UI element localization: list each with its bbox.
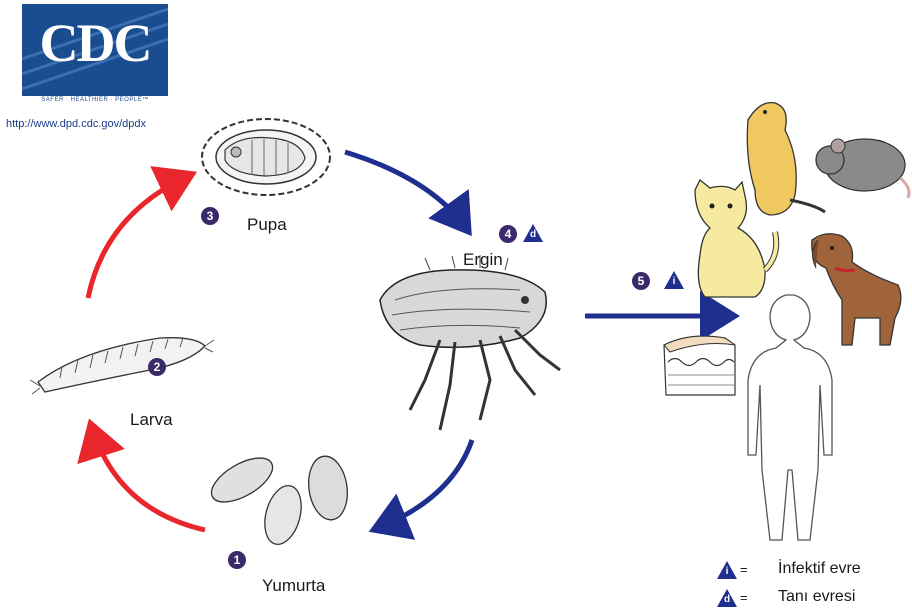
legend-infective-equals: = [740, 562, 748, 577]
stage-1-number: 1 [228, 551, 246, 569]
stage-3-label: Pupa [247, 215, 287, 235]
stage-4-number: 4 [499, 225, 517, 243]
dog-illustration [812, 234, 901, 345]
infective-stage-icon: i [663, 270, 685, 290]
logo-text: CDC [22, 12, 168, 74]
pupa-illustration [202, 119, 330, 195]
arrow-pupa-to-adult [345, 152, 466, 228]
arrow-adult-to-egg [378, 440, 472, 528]
stage-5-number: 5 [632, 272, 650, 290]
stage-2-label: Larva [130, 410, 173, 430]
legend-diagnostic-equals: = [740, 590, 748, 605]
arrow-egg-to-larva [92, 428, 205, 530]
legend-diagnostic-icon: d [716, 588, 738, 608]
diagnostic-stage-icon: d [522, 223, 544, 243]
legend-infective-text: İnfektif evre [778, 560, 861, 578]
eggs-illustration [205, 449, 352, 548]
human-illustration [748, 295, 832, 540]
prairie-dog-illustration [747, 103, 825, 215]
stage-2-number: 2 [148, 358, 166, 376]
legend-infective-letter: i [716, 566, 738, 577]
arrow-larva-to-pupa [88, 176, 188, 298]
logo-tagline: SAFER · HEALTHIER · PEOPLE™ [22, 97, 168, 103]
larva-illustration [30, 338, 214, 394]
rat-illustration [816, 139, 909, 198]
legend-diagnostic-text: Tanı evresi [778, 588, 855, 606]
stage-5-badge-letter: i [663, 276, 685, 287]
stage-1-label: Yumurta [262, 576, 325, 596]
legend-diagnostic-letter: d [716, 594, 738, 605]
skin-section-illustration [664, 336, 735, 395]
stage-4-label: Ergin [463, 250, 503, 270]
source-url[interactable]: http://www.dpd.cdc.gov/dpdx [6, 118, 146, 130]
cdc-logo: CDC [22, 4, 168, 96]
legend-infective-icon: i [716, 560, 738, 580]
stage-4-badge-letter: d [522, 229, 544, 240]
stage-3-number: 3 [201, 207, 219, 225]
adult-flea-illustration [380, 255, 560, 430]
